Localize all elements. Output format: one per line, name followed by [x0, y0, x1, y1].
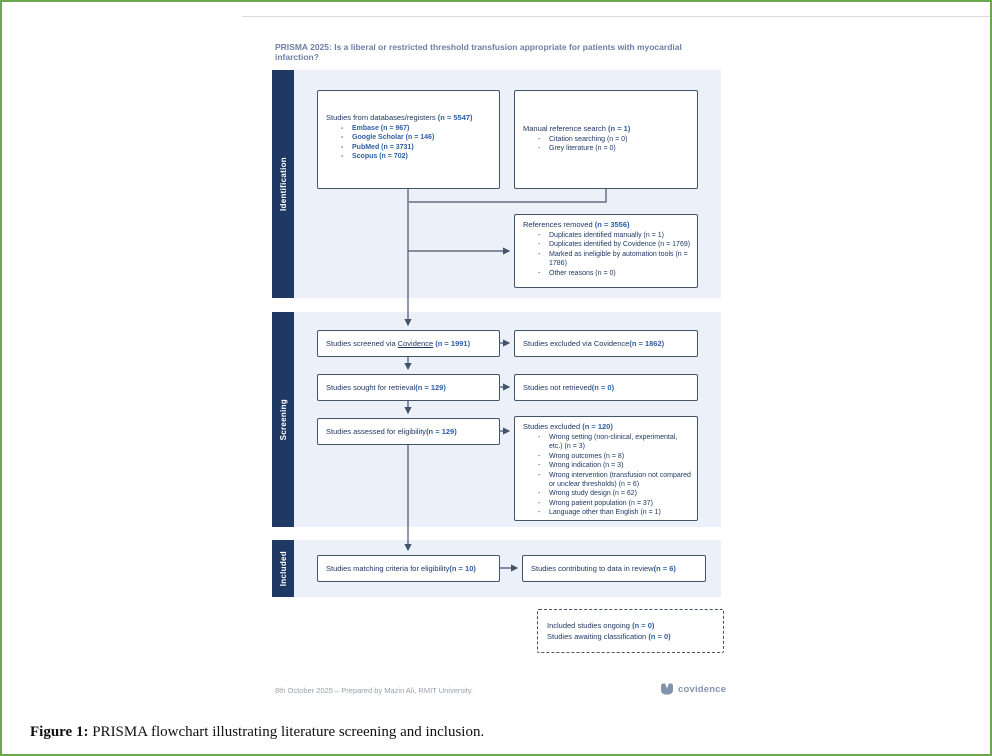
box-count: (n = 120)	[582, 422, 613, 431]
list-item: Wrong indication (n = 3)	[523, 461, 692, 470]
list-item: Google Scholar (n = 146)	[326, 133, 493, 142]
box-ongoing-awaiting: Included studies ongoing (n = 0) Studies…	[537, 609, 724, 653]
list-item: Wrong patient population (n = 37)	[523, 499, 692, 508]
box-not-retrieved: Studies not retrieved (n = 0)	[514, 374, 698, 401]
box-label: Studies matching criteria for eligibilit…	[326, 563, 450, 573]
box-header: Studies from databases/registers (n = 55…	[326, 113, 493, 123]
box-label: Studies sought for retrieval	[326, 382, 416, 392]
list-item: Wrong setting (non-clinical, experimenta…	[523, 433, 692, 452]
ongoing-line: Included studies ongoing (n = 0)	[547, 620, 655, 630]
box-label: Studies contributing to data in review	[531, 563, 654, 573]
box-count: (n = 129)	[415, 382, 446, 392]
sidebar-included: Included	[272, 540, 294, 597]
box-count: (n = 0)	[591, 382, 615, 392]
figure-caption-text: PRISMA flowchart illustrating literature…	[88, 724, 485, 740]
box-label: Manual reference search	[523, 124, 609, 133]
list-item: Citation searching (n = 0)	[523, 135, 691, 144]
box-label: Studies screened via	[326, 338, 396, 348]
prepared-by-note: 8th October 2025 – Prepared by Mazin Ali…	[275, 686, 474, 695]
sidebar-identification: Identification	[272, 70, 294, 298]
box-header: Manual reference search (n = 1)	[523, 124, 691, 134]
covidence-logo-icon	[661, 683, 673, 695]
box-count: (n = 1991)	[435, 338, 471, 348]
box-references-removed: References removed (n = 3556) Duplicates…	[514, 214, 698, 288]
list-item: Wrong intervention (transfusion not comp…	[523, 471, 692, 490]
sidebar-screening-label: Screening	[278, 398, 288, 441]
box-header: Studies excluded (n = 120)	[523, 422, 692, 432]
list-item: Language other than English (n = 1)	[523, 508, 692, 517]
list-item: Scopus (n = 702)	[326, 152, 493, 161]
awaiting-line: Studies awaiting classification (n = 0)	[547, 632, 671, 641]
box-manual-reference-search: Manual reference search (n = 1) Citation…	[514, 90, 698, 189]
box-label: Studies not retrieved	[523, 382, 592, 392]
box-label: Studies excluded via Covidence	[523, 338, 630, 348]
box-sought-for-retrieval: Studies sought for retrieval (n = 129)	[317, 374, 500, 401]
list-item: Wrong outcomes (n = 8)	[523, 452, 692, 461]
sidebar-screening: Screening	[272, 312, 294, 527]
covidence-logo: covidence	[660, 682, 726, 696]
covidence-logo-text: covidence	[678, 683, 727, 695]
figure-caption-label: Figure 1:	[30, 724, 89, 740]
box-count: (n = 3556)	[594, 220, 630, 229]
references-removed-list: Duplicates identified manually (n = 1) D…	[523, 231, 691, 278]
box-count: (n = 6)	[653, 563, 676, 573]
box-header: References removed (n = 3556)	[523, 220, 691, 230]
figure-caption: Figure 1: PRISMA flowchart illustrating …	[30, 724, 484, 741]
sidebar-identification-label: Identification	[278, 157, 288, 211]
box-contributing-to-review: Studies contributing to data in review (…	[522, 555, 706, 582]
box-excluded-via-covidence: Studies excluded via Covidence (n = 1862…	[514, 330, 698, 357]
list-item: Duplicates identified by Covidence (n = …	[523, 240, 691, 249]
covidence-link[interactable]: Covidence	[397, 338, 434, 348]
list-item: Other reasons (n = 0)	[523, 269, 691, 278]
box-label: Studies from databases/registers	[326, 113, 438, 122]
list-item: Embase (n = 967)	[326, 124, 493, 133]
box-assessed-for-eligibility: Studies assessed for eligibility (n = 12…	[317, 418, 500, 445]
box-studies-excluded: Studies excluded (n = 120) Wrong setting…	[514, 416, 698, 521]
box-count: (n = 1862)	[629, 338, 665, 348]
box-label: Studies excluded	[523, 422, 583, 431]
box-count: (n = 1)	[608, 124, 631, 133]
list-item: Marked as ineligible by automation tools…	[523, 250, 691, 269]
list-item: PubMed (n = 3731)	[326, 143, 493, 152]
box-matching-criteria: Studies matching criteria for eligibilit…	[317, 555, 500, 582]
page-top-divider	[242, 16, 990, 17]
box-label: Studies assessed for eligibility	[326, 426, 427, 436]
flowchart-title: PRISMA 2025: Is a liberal or restricted …	[275, 42, 682, 63]
box-count: (n = 10)	[449, 563, 476, 573]
box-count: (n = 5547)	[437, 113, 473, 122]
exclusion-reason-list: Wrong setting (non-clinical, experimenta…	[523, 433, 692, 518]
box-label: References removed	[523, 220, 595, 229]
list-item: Grey literature (n = 0)	[523, 144, 691, 153]
list-item: Wrong study design (n = 62)	[523, 489, 692, 498]
box-studies-from-databases: Studies from databases/registers (n = 55…	[317, 90, 500, 189]
sidebar-included-label: Included	[278, 550, 288, 587]
manual-search-list: Citation searching (n = 0) Grey literatu…	[523, 135, 691, 154]
box-count: (n = 129)	[426, 426, 457, 436]
database-list: Embase (n = 967) Google Scholar (n = 146…	[326, 124, 493, 162]
list-item: Duplicates identified manually (n = 1)	[523, 231, 691, 240]
box-studies-screened: Studies screened via Covidence (n = 1991…	[317, 330, 500, 357]
